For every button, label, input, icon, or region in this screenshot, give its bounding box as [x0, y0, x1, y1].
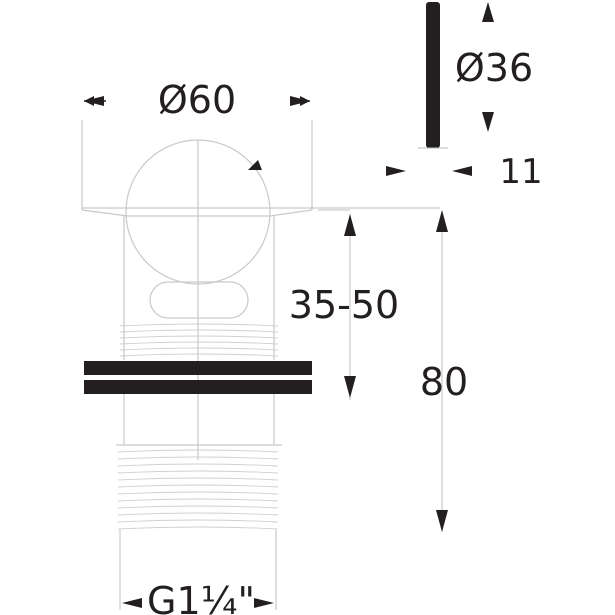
dimension-plug-diameter: Ø36 — [455, 2, 533, 132]
dimension-adjust-range: 35-50 — [289, 209, 399, 400]
adjust-range-label: 35-50 — [289, 283, 399, 327]
total-height-label: 80 — [420, 360, 468, 404]
washer-bottom — [84, 380, 312, 394]
thread-size-label: G1¼" — [147, 579, 255, 615]
plug-side-view — [426, 2, 440, 148]
plug-diameter-label: Ø36 — [455, 46, 533, 90]
waste-body-outline — [81, 120, 440, 610]
pivot-mark — [248, 160, 262, 170]
dimension-flange-diameter: Ø60 — [84, 78, 310, 122]
dimension-plug-thickness: 11 — [386, 152, 543, 192]
dimension-thread-size: G1¼" — [122, 579, 274, 615]
dimension-total-height: 80 — [420, 210, 468, 532]
washer-top — [84, 361, 312, 375]
upper-thread — [119, 323, 279, 357]
plug-thickness-label: 11 — [499, 152, 542, 192]
flange-diameter-label: Ø60 — [158, 78, 236, 122]
lower-thread — [117, 449, 279, 530]
